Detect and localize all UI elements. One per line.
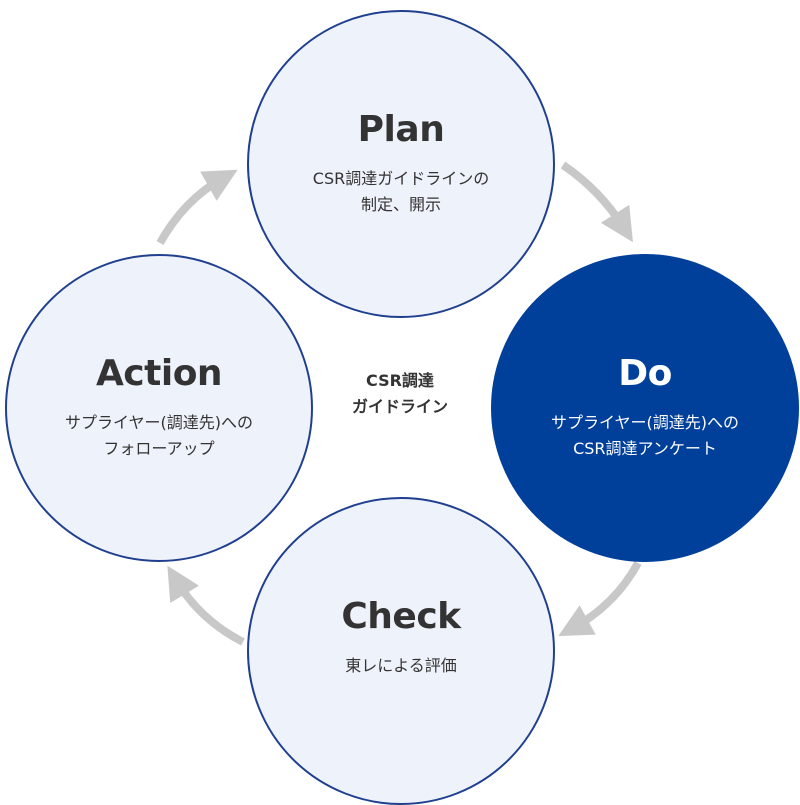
plan-description-line2: 制定、開示	[360, 195, 441, 214]
do-description-line1: サプライヤー(調達先)への	[550, 413, 739, 432]
action-description: サプライヤー(調達先)への フォローアップ	[7, 410, 311, 462]
check-title: Check	[341, 596, 461, 637]
arrow-plan-to-do	[560, 161, 633, 243]
arrow-do-to-check	[558, 561, 642, 637]
action-title: Action	[95, 353, 223, 394]
action-description-line2: フォローアップ	[103, 439, 215, 458]
check-circle: Check 東レによる評価	[247, 497, 555, 805]
action-description-line1: サプライヤー(調達先)への	[64, 413, 253, 432]
center-label-line2: ガイドライン	[351, 397, 448, 416]
plan-description: CSR調達ガイドラインの 制定、開示	[249, 166, 553, 218]
plan-circle: Plan CSR調達ガイドラインの 制定、開示	[247, 10, 555, 318]
do-description-line2: CSR調達アンケート	[573, 439, 717, 458]
action-circle: Action サプライヤー(調達先)への フォローアップ	[5, 254, 313, 562]
arrow-check-to-action	[167, 565, 245, 646]
plan-description-line1: CSR調達ガイドラインの	[312, 169, 490, 188]
center-label-line1: CSR調達	[366, 371, 434, 390]
do-title: Do	[618, 353, 672, 394]
check-description: 東レによる評価	[249, 653, 553, 679]
arrow-action-to-plan	[156, 169, 238, 245]
do-description: サプライヤー(調達先)への CSR調達アンケート	[493, 410, 797, 462]
do-circle: Do サプライヤー(調達先)への CSR調達アンケート	[491, 254, 799, 562]
check-description-line1: 東レによる評価	[345, 656, 457, 675]
center-label: CSR調達 ガイドライン	[330, 368, 470, 420]
plan-title: Plan	[357, 109, 445, 150]
